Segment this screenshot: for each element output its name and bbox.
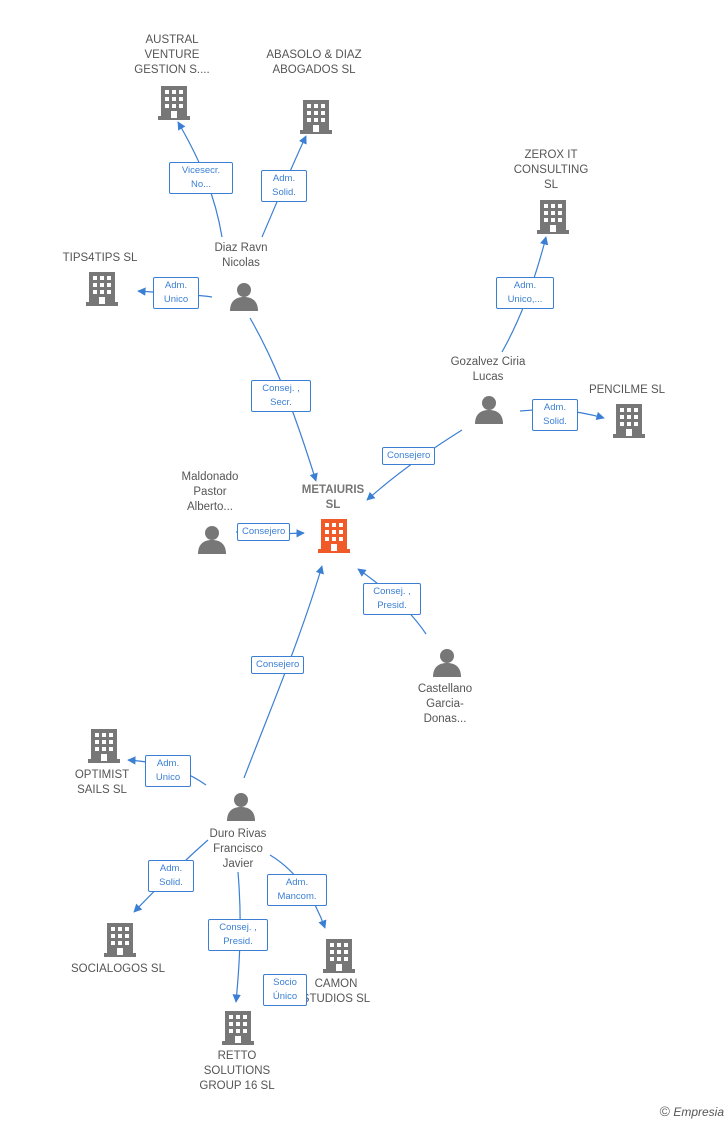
edge-gozalvez-metaiuris	[366, 429, 463, 501]
node-socialogos-label[interactable]: SOCIALOGOS SL	[71, 963, 165, 975]
relation-label: Consejero	[237, 523, 291, 541]
node-metaiuris-label[interactable]: METAIURIS SL	[301, 484, 365, 511]
node-camon-label[interactable]: CAMON STUDIOS SL	[301, 978, 371, 1005]
relation-label: Adm. Solid.	[261, 170, 307, 202]
relation-label: Consej. , Presid.	[363, 583, 421, 615]
node-diaz-label[interactable]: Diaz Ravn Nicolas	[214, 242, 268, 269]
person-icon	[198, 526, 226, 554]
building-icon	[158, 86, 190, 120]
relation-label: Adm. Unico	[145, 755, 191, 787]
relation-label: Consej. , Secr.	[251, 380, 311, 412]
node-maldonado-label[interactable]: Maldonado Pastor Alberto...	[181, 471, 239, 513]
brand-name[interactable]: Empresia	[673, 1105, 724, 1119]
relation-label: Adm. Unico	[153, 277, 199, 309]
building-icon	[537, 200, 569, 234]
node-zerox-label[interactable]: ZEROX IT CONSULTING SL	[513, 149, 589, 191]
edge-duro-metaiuris	[243, 565, 324, 779]
building-icon	[323, 939, 355, 973]
building-icon	[86, 272, 118, 306]
building-icon	[88, 729, 120, 763]
building-icon	[300, 100, 332, 134]
relation-label: Consejero	[251, 656, 305, 674]
person-icon	[230, 283, 258, 311]
person-icon	[433, 649, 461, 677]
person-icon	[475, 396, 503, 424]
relation-label: Adm. Solid.	[532, 399, 578, 431]
node-duro-label[interactable]: Duro Rivas Francisco Javier	[209, 828, 267, 870]
building-icon	[613, 404, 645, 438]
relation-label: Vicesecr. No...	[169, 162, 233, 194]
building-icon	[318, 519, 350, 553]
node-austral-label[interactable]: AUSTRAL VENTURE GESTION S....	[134, 34, 210, 76]
building-icon	[222, 1011, 254, 1045]
relation-label: Socio Único	[263, 974, 307, 1006]
node-gozalvez-label[interactable]: Gozalvez Ciria Lucas	[450, 356, 526, 383]
relation-label: Consej. , Presid.	[208, 919, 268, 951]
relation-label: Adm. Unico,...	[496, 277, 554, 309]
relation-label: Adm. Solid.	[148, 860, 194, 892]
node-pencilme-label[interactable]: PENCILME SL	[588, 384, 666, 396]
person-icon	[227, 793, 255, 821]
relation-label: Consejero	[382, 447, 436, 465]
relation-label: Adm. Mancom.	[267, 874, 327, 906]
node-castellano-label[interactable]: Castellano Garcia-Donas...	[417, 683, 473, 725]
node-optimist-label[interactable]: OPTIMIST SAILS SL	[74, 769, 130, 796]
building-icon	[104, 923, 136, 957]
node-retto-label[interactable]: RETTO SOLUTIONS GROUP 16 SL	[199, 1050, 275, 1092]
copyright-symbol: ©	[659, 1103, 670, 1119]
node-tips4tips-label[interactable]: TIPS4TIPS SL	[62, 252, 138, 264]
brand-footer[interactable]: © Empresia	[660, 1103, 724, 1119]
node-abasolo-label[interactable]: ABASOLO & DIAZ ABOGADOS SL	[266, 49, 362, 76]
